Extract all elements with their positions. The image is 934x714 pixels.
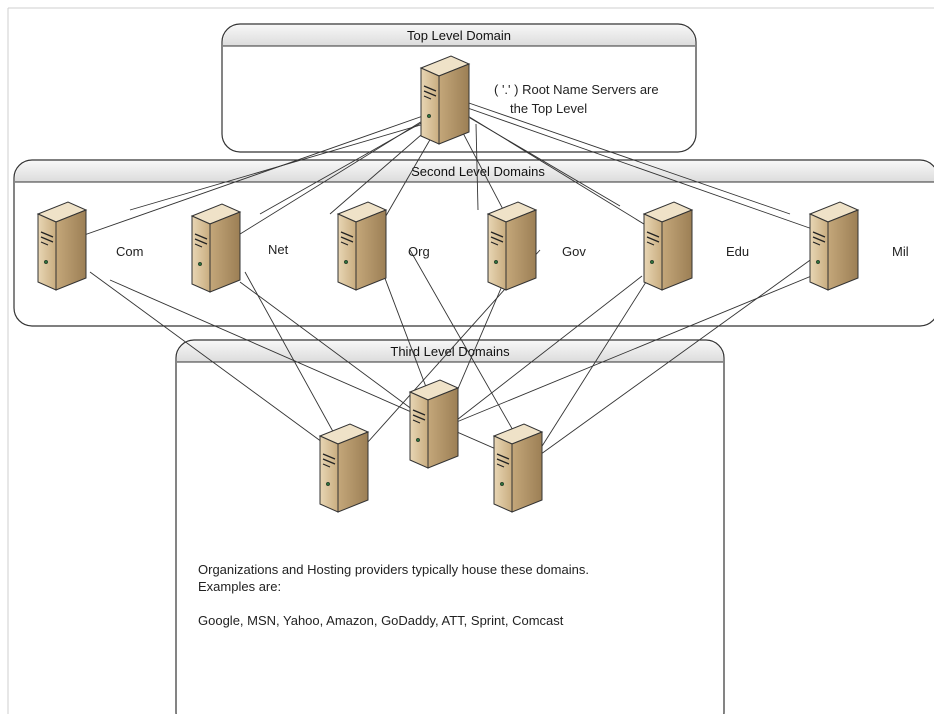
org-label: Org [408,244,430,259]
third-level-server-icon [493,423,543,513]
gov-server-icon [487,201,537,291]
third-level-description-line2: Examples are: [198,579,281,594]
top-level-title: Top Level Domain [407,28,511,43]
mil-server-icon [809,201,859,291]
third-level-examples: Google, MSN, Yahoo, Amazon, GoDaddy, ATT… [198,613,564,628]
root-note-line2: the Top Level [510,101,587,116]
com-label: Com [116,244,143,259]
edu-server-icon [643,201,693,291]
second-level-domains-box: Second Level Domains [13,159,934,327]
root-note-line1: ( '.' ) Root Name Servers are [494,82,659,97]
root-to-second-level-links [69,101,839,245]
com-server-icon [37,201,87,291]
third-level-domains-box: Third Level Domains [175,339,725,714]
second-level-title: Second Level Domains [411,164,545,179]
third-level-description-line1: Organizations and Hosting providers typi… [198,562,589,577]
edu-label: Edu [726,244,749,259]
net-label: Net [268,242,289,257]
root-server-icon [420,55,470,145]
gov-label: Gov [562,244,586,259]
third-level-server-icon [409,379,459,469]
org-server-icon [337,201,387,291]
third-level-server-icon [319,423,369,513]
third-level-title: Third Level Domains [390,344,510,359]
net-server-icon [191,203,241,293]
mil-label: Mil [892,244,909,259]
